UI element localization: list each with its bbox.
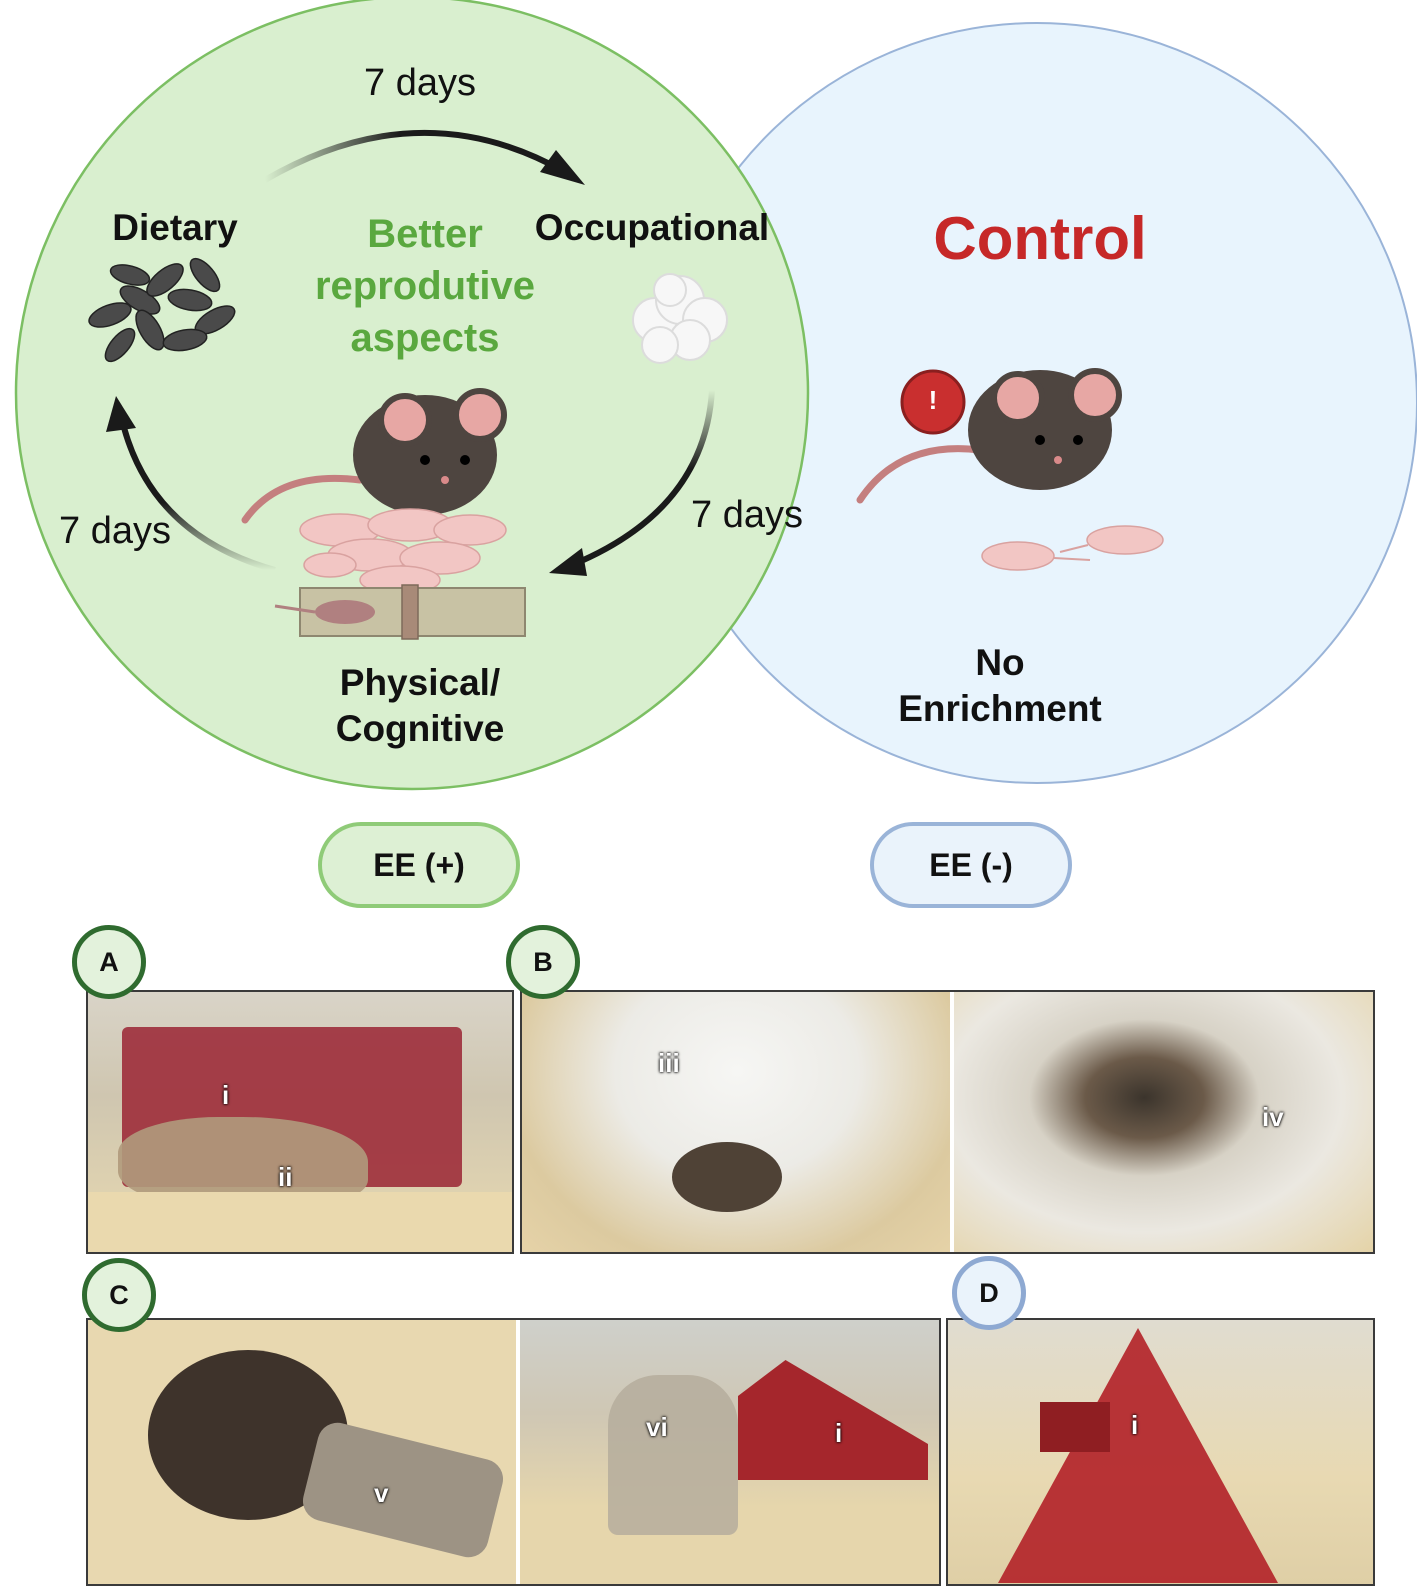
paper-nest-b [954, 992, 1373, 1252]
ee-negative-pill: EE (-) [870, 822, 1072, 908]
cotton-nest [522, 992, 952, 1252]
arrow-top-label: 7 days [364, 62, 476, 104]
pups-pile-icon [299, 508, 507, 595]
tube-icon [274, 584, 526, 640]
node-dietary: Dietary [112, 207, 238, 248]
panel-badge-c: C [82, 1258, 156, 1332]
control-line1: No [975, 642, 1025, 683]
label-c-vi: vi [646, 1412, 668, 1442]
arrow-left [119, 419, 276, 573]
photo-divider [950, 992, 954, 1252]
center-text-line1: Better [367, 212, 483, 256]
ee-positive-pill: EE (+) [318, 822, 520, 908]
node-occupational: Occupational [534, 207, 770, 248]
alert-symbol: ! [928, 385, 938, 415]
mouse-control-icon [856, 368, 1122, 504]
label-d-i: i [1131, 1410, 1139, 1440]
venn-diagram [14, 0, 1417, 791]
panel-badge-b: B [506, 925, 580, 999]
shelter-tab [1040, 1402, 1110, 1452]
bedding [88, 1192, 512, 1252]
photo-panel-b: iii iv [520, 990, 1375, 1254]
red-triangle-shelter [998, 1328, 1278, 1583]
cotton-icon [632, 273, 728, 364]
center-text-line2: reprodutive [314, 264, 536, 308]
arrow-left-head [106, 396, 136, 432]
arrow-left-label: 7 days [59, 510, 171, 552]
photo-panel-d: i [946, 1318, 1375, 1586]
node-physical-line1: Physical/ [339, 662, 501, 703]
arrow-right [570, 389, 715, 568]
arrow-top-head [540, 150, 585, 185]
label-b-iii: iii [658, 1048, 680, 1078]
control-line2: Enrichment [898, 688, 1102, 729]
photo-panel-a: i ii [86, 990, 514, 1254]
arrow-right-label: 7 days [691, 494, 803, 536]
label-c-i: i [835, 1418, 843, 1448]
node-physical-line2: Cognitive [335, 708, 505, 749]
mouse-hole-b [672, 1142, 782, 1212]
photo-panel-c: v vi i [86, 1318, 941, 1586]
pups-control-icon [981, 525, 1164, 571]
label-b-iv: iv [1262, 1102, 1284, 1132]
mouse-enriched-icon [241, 388, 507, 524]
cardboard-tube [298, 1418, 508, 1562]
label-a-i: i [222, 1080, 230, 1110]
seeds-icon [88, 257, 236, 363]
plastic-tube [608, 1375, 738, 1535]
panel-badge-d: D [952, 1256, 1026, 1330]
arrow-right-head [549, 548, 587, 576]
alert-icon [900, 369, 966, 435]
label-c-v: v [374, 1478, 389, 1508]
label-a-ii: ii [278, 1162, 293, 1192]
center-text-line3: aspects [350, 316, 500, 360]
arrow-top [263, 129, 567, 183]
panel-badge-a: A [72, 925, 146, 999]
control-title: Control [933, 205, 1147, 272]
photo-divider-c [516, 1320, 520, 1584]
